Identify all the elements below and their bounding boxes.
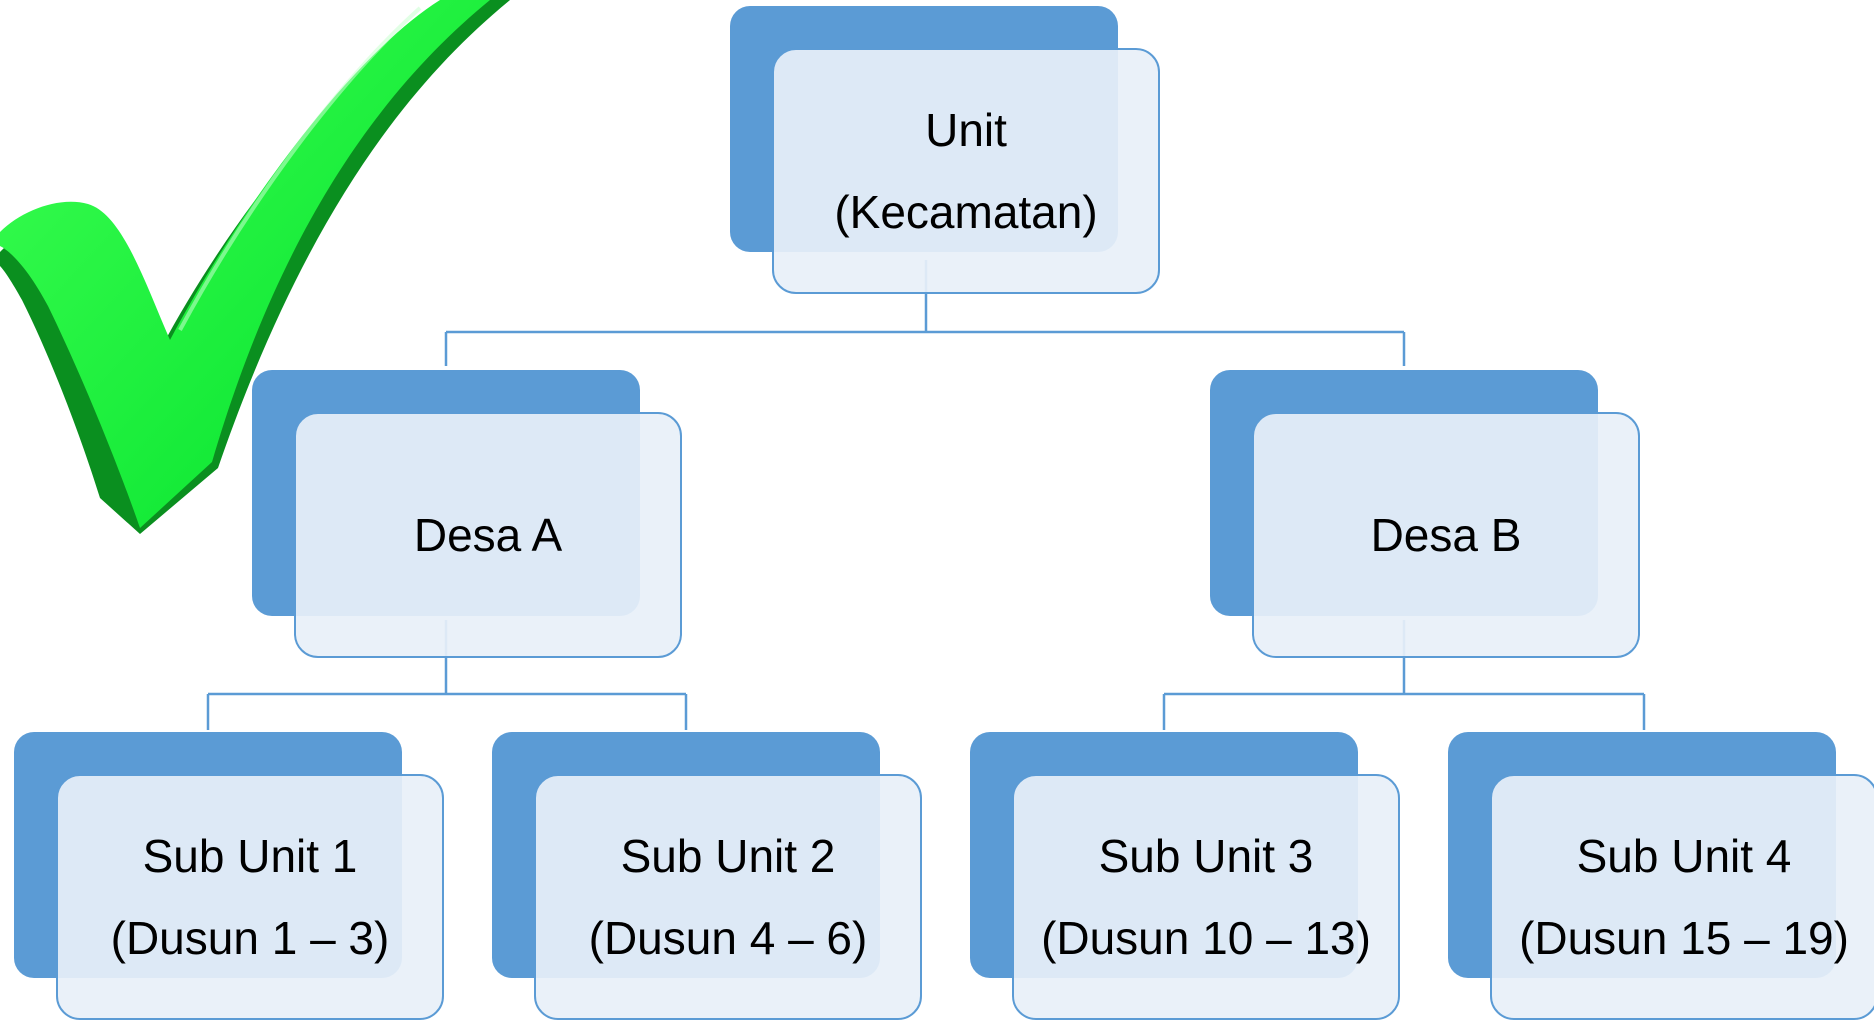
node-labels: Sub Unit 3 (Dusun 10 – 13) bbox=[1012, 774, 1400, 1020]
node-subtitle: (Dusun 10 – 13) bbox=[1041, 912, 1371, 964]
node-title: Sub Unit 3 bbox=[1098, 830, 1314, 882]
node-front-panel bbox=[1012, 774, 1400, 1020]
node-front-panel bbox=[56, 774, 444, 1020]
node-subtitle: (Dusun 1 – 3) bbox=[110, 912, 390, 964]
node-subtitle: (Dusun 15 – 19) bbox=[1519, 912, 1849, 964]
node-title: Sub Unit 4 bbox=[1576, 830, 1792, 882]
node-title: Unit bbox=[925, 104, 1007, 156]
node-labels: Sub Unit 1 (Dusun 1 – 3) bbox=[56, 774, 444, 1020]
node-desa-a: Desa A bbox=[252, 370, 688, 662]
node-subtitle: (Kecamatan) bbox=[834, 186, 1098, 238]
node-sub-unit-1: Sub Unit 1 (Dusun 1 – 3) bbox=[14, 732, 450, 1024]
node-subtitle: (Dusun 4 – 6) bbox=[588, 912, 868, 964]
node-labels: Sub Unit 2 (Dusun 4 – 6) bbox=[534, 774, 922, 1020]
node-labels: Desa B bbox=[1252, 412, 1640, 658]
node-labels: Unit (Kecamatan) bbox=[772, 48, 1160, 294]
node-front-panel bbox=[534, 774, 922, 1020]
node-title: Sub Unit 2 bbox=[620, 830, 836, 882]
node-unit-kecamatan: Unit (Kecamatan) bbox=[730, 6, 1166, 298]
node-desa-b: Desa B bbox=[1210, 370, 1646, 662]
node-labels: Sub Unit 4 (Dusun 15 – 19) bbox=[1490, 774, 1874, 1020]
node-front-panel bbox=[772, 48, 1160, 294]
node-front-panel bbox=[1252, 412, 1640, 658]
green-checkmark-icon bbox=[0, 0, 510, 534]
node-sub-unit-4: Sub Unit 4 (Dusun 15 – 19) bbox=[1448, 732, 1874, 1024]
node-title: Sub Unit 1 bbox=[142, 830, 358, 882]
node-title: Desa B bbox=[1370, 509, 1522, 561]
node-title: Desa A bbox=[413, 509, 563, 561]
node-sub-unit-3: Sub Unit 3 (Dusun 10 – 13) bbox=[970, 732, 1406, 1024]
node-sub-unit-2: Sub Unit 2 (Dusun 4 – 6) bbox=[492, 732, 928, 1024]
node-front-panel bbox=[294, 412, 682, 658]
node-front-panel bbox=[1490, 774, 1874, 1020]
node-labels: Desa A bbox=[294, 412, 682, 658]
